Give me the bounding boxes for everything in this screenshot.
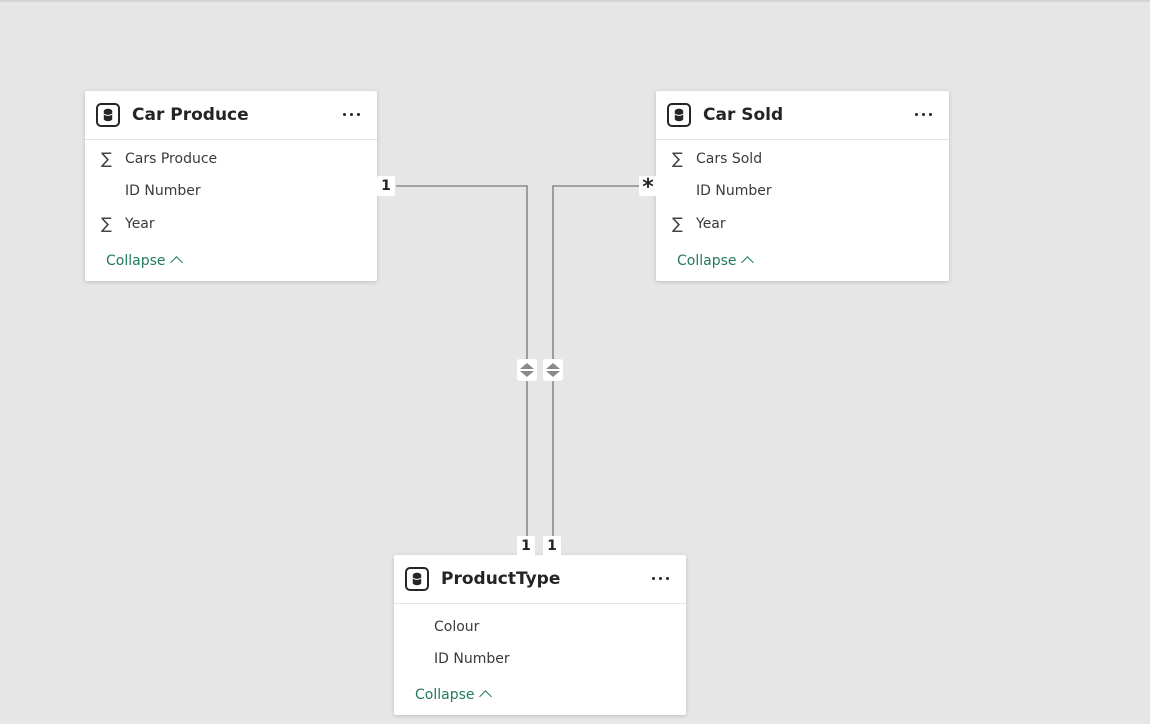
field-row-id-number[interactable]: ID Number: [85, 178, 377, 206]
field-label: ID Number: [696, 183, 772, 199]
more-options-button[interactable]: [913, 105, 935, 123]
sigma-icon: ∑: [101, 214, 112, 233]
cardinality-badge-producttype-one-right: 1: [543, 536, 561, 556]
table-card-producttype[interactable]: ProductType Colour ID Number Collapse: [394, 555, 686, 715]
cross-filter-bidirectional-icon[interactable]: [517, 359, 537, 381]
canvas-top-border: [0, 0, 1150, 2]
table-database-icon: [96, 103, 120, 127]
table-header[interactable]: Car Produce: [85, 91, 377, 140]
chevron-up-icon: [169, 256, 183, 269]
table-title: Car Produce: [132, 105, 249, 125]
field-label: ID Number: [434, 651, 510, 667]
field-row-year[interactable]: ∑ Year: [656, 211, 949, 239]
more-options-button[interactable]: [341, 105, 363, 123]
field-label: Cars Produce: [125, 151, 218, 167]
cardinality-badge-produce-one: 1: [377, 176, 395, 196]
field-label: ID Number: [125, 183, 201, 199]
cardinality-badge-producttype-one-left: 1: [517, 536, 535, 556]
relationship-line-sold-producttype: [552, 185, 640, 546]
field-row-cars-sold[interactable]: ∑ Cars Sold: [656, 146, 949, 174]
table-database-icon: [667, 103, 691, 127]
sigma-icon: ∑: [672, 149, 683, 168]
field-row-cars-produce[interactable]: ∑ Cars Produce: [85, 146, 377, 174]
cardinality-badge-sold-many: *: [639, 176, 657, 200]
table-database-icon: [405, 567, 429, 591]
field-row-id-number[interactable]: ID Number: [656, 178, 949, 206]
collapse-link[interactable]: Collapse: [415, 687, 492, 703]
collapse-label: Collapse: [677, 253, 737, 269]
table-header[interactable]: ProductType: [394, 555, 686, 604]
field-row-year[interactable]: ∑ Year: [85, 211, 377, 239]
chevron-up-icon: [478, 690, 492, 703]
collapse-link[interactable]: Collapse: [677, 253, 754, 269]
field-row-colour[interactable]: Colour: [394, 614, 686, 642]
chevron-up-icon: [740, 256, 754, 269]
table-title: ProductType: [441, 569, 561, 589]
collapse-link[interactable]: Collapse: [106, 253, 183, 269]
more-options-button[interactable]: [650, 569, 672, 587]
field-label: Colour: [434, 619, 480, 635]
table-title: Car Sold: [703, 105, 784, 125]
field-label: Year: [696, 216, 726, 232]
collapse-label: Collapse: [415, 687, 475, 703]
sigma-icon: ∑: [672, 214, 683, 233]
sigma-icon: ∑: [101, 149, 112, 168]
collapse-label: Collapse: [106, 253, 166, 269]
field-label: Cars Sold: [696, 151, 763, 167]
field-row-id-number[interactable]: ID Number: [394, 646, 686, 674]
table-card-car-sold[interactable]: Car Sold ∑ Cars Sold ID Number ∑ Year Co…: [656, 91, 949, 281]
table-card-car-produce[interactable]: Car Produce ∑ Cars Produce ID Number ∑ Y…: [85, 91, 377, 281]
relationship-line-produce-producttype: [396, 185, 528, 546]
table-header[interactable]: Car Sold: [656, 91, 949, 140]
field-label: Year: [125, 216, 155, 232]
cross-filter-bidirectional-icon[interactable]: [543, 359, 563, 381]
